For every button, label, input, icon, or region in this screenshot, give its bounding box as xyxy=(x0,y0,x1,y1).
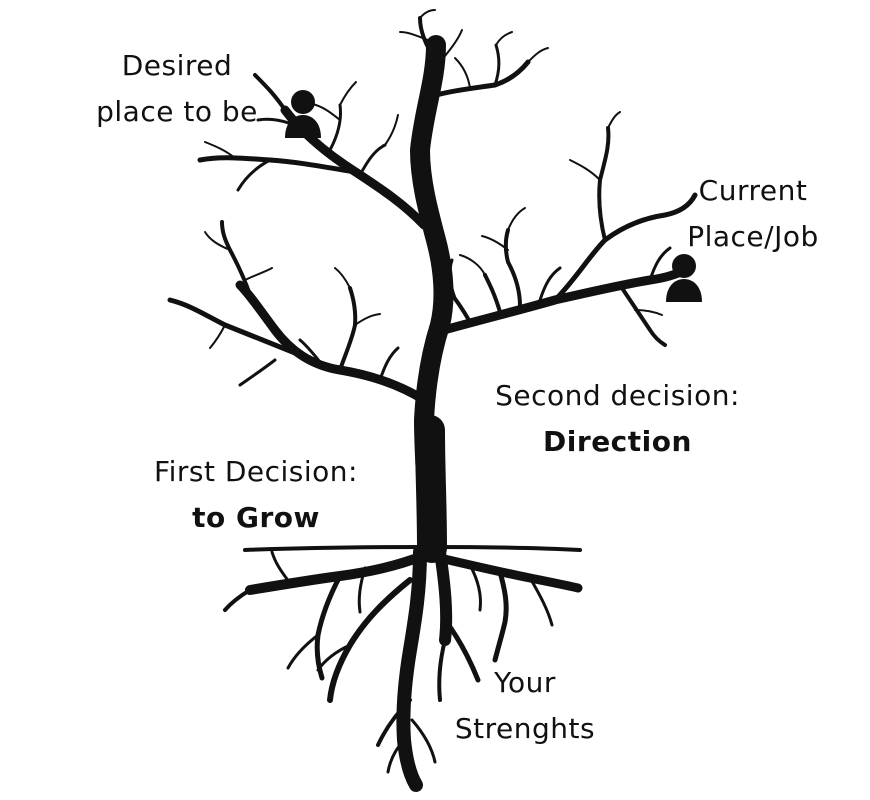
desired-place-label: Desired place to be xyxy=(82,43,272,135)
first-decision-label: First Decision: to Grow xyxy=(140,449,372,541)
current-place-line-2: Place/Job xyxy=(687,220,819,253)
current-place-line-1: Current xyxy=(698,174,808,207)
second-decision-line-1: Second decision: xyxy=(495,379,740,412)
desired-place-line-1: Desired xyxy=(121,49,233,82)
second-decision-line-2: Direction xyxy=(543,425,692,458)
tree-roots xyxy=(223,545,583,792)
current-place-label: Current Place/Job xyxy=(668,168,838,260)
second-decision-label: Second decision: Direction xyxy=(475,373,760,465)
branch-right xyxy=(439,111,698,347)
branch-left-mid xyxy=(167,220,429,405)
first-decision-line-1: First Decision: xyxy=(154,455,358,488)
person-icon xyxy=(285,90,321,138)
branch-top xyxy=(399,9,549,98)
ground-line xyxy=(243,545,582,552)
desired-place-line-2: place to be xyxy=(96,95,258,128)
roots-strengths-label: Your Strenghts xyxy=(440,660,610,752)
first-decision-line-2: to Grow xyxy=(192,501,320,534)
roots-label-line-2: Strenghts xyxy=(454,712,596,745)
tree-trunk xyxy=(410,35,454,563)
person-icon xyxy=(666,254,702,302)
roots-label-line-1: Your xyxy=(494,666,556,699)
